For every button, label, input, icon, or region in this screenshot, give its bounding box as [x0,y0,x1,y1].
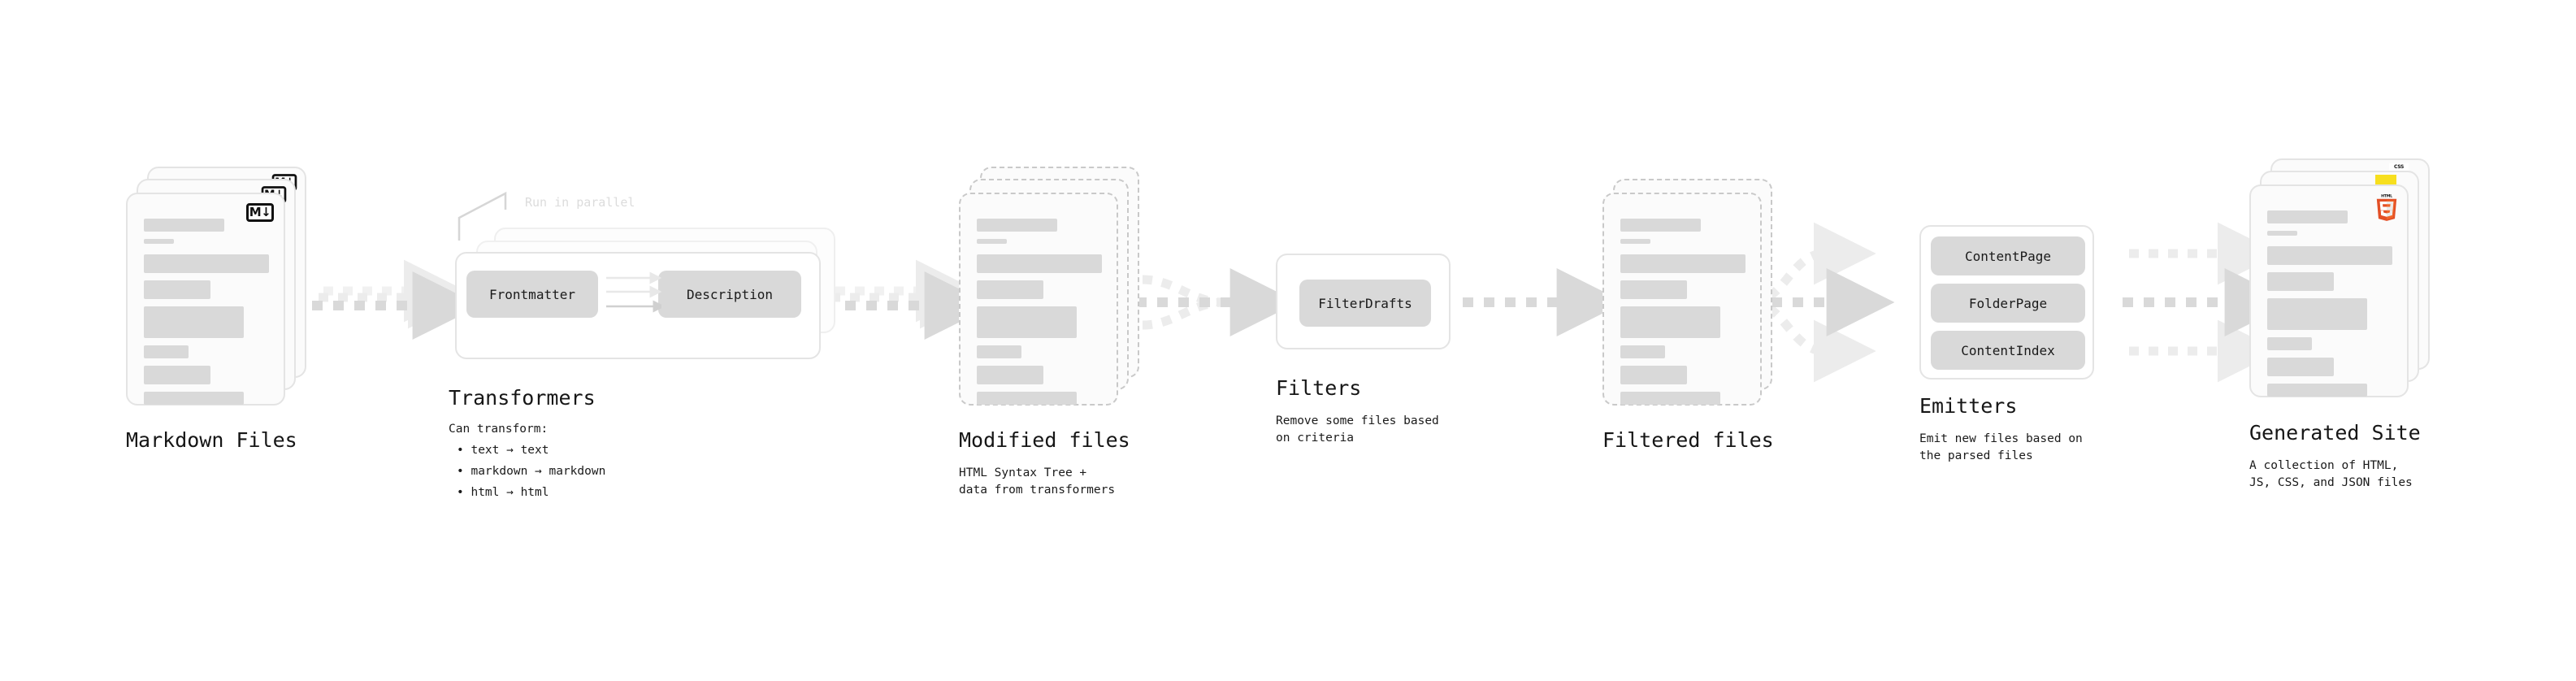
chip-label: ContentIndex [1961,342,2055,358]
filters-caption: Remove some files based on criteria [1276,414,1439,445]
transformers-panel: Frontmatter Description [455,252,821,359]
svg-text:HTML: HTML [2381,193,2392,198]
emitters-caption: Emit new files based on the parsed files [1919,432,2083,462]
transformer-chip-frontmatter[interactable]: Frontmatter [466,271,598,318]
emitter-chip-folderpage[interactable]: FolderPage [1931,284,2085,323]
filtered-sheet-front [1602,193,1762,406]
transformer-chip-description[interactable]: Description [658,271,801,318]
emitters-panel: ContentPage FolderPage ContentIndex [1919,225,2094,380]
transformers-bullet-1: • markdown → markdown [457,465,606,478]
chip-label: Frontmatter [489,286,575,302]
generated-site-title: Generated Site [2249,421,2421,445]
emitter-chip-contentpage[interactable]: ContentPage [1931,236,2085,275]
html5-icon: HTML [2374,193,2399,221]
filters-panel: FilterDrafts [1276,254,1451,349]
transformers-bullet-0: • text → text [457,444,549,457]
chip-label: ContentPage [1965,248,2051,264]
generated-site-card-stack: CSS HTML [2249,158,2436,410]
generated-site-caption: A collection of HTML, JS, CSS, and JSON … [2249,459,2413,489]
document-content-lines [977,219,1102,412]
chip-label: Description [687,286,773,302]
modified-sheet-front [959,193,1118,406]
document-content-lines [1620,219,1746,412]
transformers-caption: Can transform: [449,423,549,436]
transformers-bullet-2: • html → html [457,486,549,499]
run-in-parallel-annotation: Run in parallel [525,195,635,210]
filters-title: Filters [1276,376,1362,400]
markdown-files-card-stack: M↓ M↓ M↓ [126,167,313,410]
markdown-files-title: Markdown Files [126,428,297,452]
emitter-chip-contentindex[interactable]: ContentIndex [1931,331,2085,370]
chip-label: FilterDrafts [1318,295,1412,311]
modified-files-title: Modified files [959,428,1130,452]
arrow-emitters-to-generated [2123,222,2293,383]
arrow-transformers-to-modified [824,259,993,340]
js-icon [2375,175,2396,186]
document-content-lines [2267,210,2392,404]
filtered-files-title: Filtered files [1602,428,1774,452]
document-content-lines [144,219,269,412]
transformer-inner-arrows [606,271,661,313]
generated-sheet-html: HTML [2249,184,2409,397]
markdown-sheet-front: M↓ [126,193,285,406]
filter-chip-filterdrafts[interactable]: FilterDrafts [1299,280,1431,327]
chip-label: FolderPage [1968,295,2048,311]
markdown-icon: M↓ [246,203,274,222]
modified-files-caption: HTML Syntax Tree + data from transformer… [959,466,1116,497]
transformers-title: Transformers [449,386,596,410]
arrow-modified-to-filters [1136,268,1299,336]
emitters-title: Emitters [1919,394,2018,418]
arrow-markdown-to-transformers [312,259,481,340]
filtered-files-card-stack [1602,167,1789,410]
modified-files-card-stack [959,167,1146,410]
